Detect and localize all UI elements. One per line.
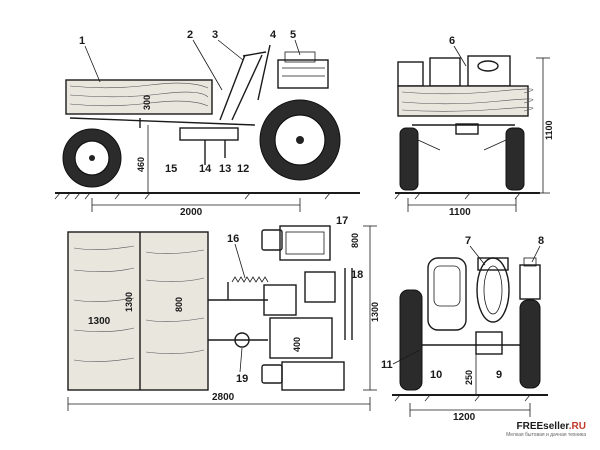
dim-length: 2000 xyxy=(180,207,203,218)
part-label-15: 15 xyxy=(165,163,177,175)
rear-left-wheel xyxy=(399,289,423,391)
trailer-bed-top xyxy=(67,231,209,391)
part-label-7: 7 xyxy=(465,235,471,247)
dim-bed-width-1: 1300 xyxy=(124,292,134,312)
front-right-wheel xyxy=(505,127,525,191)
part-label-8: 8 xyxy=(538,235,544,247)
part-label-3: 3 xyxy=(212,29,218,41)
part-label-14: 14 xyxy=(199,163,212,175)
dim-bed-length: 1300 xyxy=(88,316,111,327)
fuel-tank xyxy=(304,271,336,303)
part-label-5: 5 xyxy=(290,29,296,41)
part-label-12: 12 xyxy=(237,163,249,175)
steering-column xyxy=(219,54,246,121)
control-lever xyxy=(257,44,271,101)
watermark-subtitle: Мелкая бытовая и дачная техника xyxy=(506,432,586,438)
belt-pulley xyxy=(476,257,510,323)
part-label-2: 2 xyxy=(187,29,193,41)
engine xyxy=(277,51,329,89)
trailer-bed xyxy=(65,79,213,115)
dim-tractor-width: 1300 xyxy=(370,302,380,322)
part-label-11: 11 xyxy=(381,359,393,371)
trailer-wheel xyxy=(62,128,122,188)
fuel-filler xyxy=(519,264,541,300)
dim-engine-block: 400 xyxy=(292,337,302,352)
top-view: 16 17 18 19 1300 1300 800 800 400 1300 2… xyxy=(67,215,380,411)
hitch-assembly xyxy=(179,127,239,141)
part-label-1: 1 xyxy=(79,35,85,47)
spring xyxy=(231,276,269,283)
dim-bed-width-2: 800 xyxy=(174,297,184,312)
dim-overall-length: 2800 xyxy=(212,392,235,403)
radiator xyxy=(279,225,331,261)
part-label-13: 13 xyxy=(219,163,231,175)
part-label-17: 17 xyxy=(336,215,348,227)
rear-right-wheel xyxy=(519,299,541,389)
rear-view: 7 8 9 10 11 250 1200 xyxy=(381,235,548,423)
trailer-bed-front xyxy=(397,85,529,117)
part-label-10: 10 xyxy=(430,369,442,381)
side-view: 1 2 3 4 5 12 13 14 15 2000 460 300 xyxy=(54,29,360,218)
tractor-drive-wheel xyxy=(259,99,341,181)
dim-clearance: 250 xyxy=(464,370,474,385)
front-view: 6 1100 1100 xyxy=(394,35,554,218)
trailer-drawbar xyxy=(69,117,256,126)
dim-axle-height: 460 xyxy=(136,157,146,172)
dim-body-height: 300 xyxy=(142,95,152,110)
part-label-6: 6 xyxy=(449,35,455,47)
part-label-16: 16 xyxy=(227,233,239,245)
dim-seat-depth: 800 xyxy=(350,233,360,248)
part-label-18: 18 xyxy=(351,269,363,281)
dim-front-width: 1100 xyxy=(449,207,471,218)
ground-hatch xyxy=(54,192,331,200)
engine-block-top xyxy=(269,317,333,359)
watermark: FREEseller.RU Мелкая бытовая и дачная те… xyxy=(506,421,586,438)
part-label-9: 9 xyxy=(496,369,502,381)
dim-track: 1200 xyxy=(453,412,476,423)
part-label-4: 4 xyxy=(270,29,277,41)
radiator-front xyxy=(427,257,467,331)
part-label-19: 19 xyxy=(236,373,248,385)
watermark-logo: FREEseller.RU xyxy=(516,421,587,432)
dim-front-height: 1100 xyxy=(544,120,554,140)
front-left-wheel xyxy=(399,127,419,191)
